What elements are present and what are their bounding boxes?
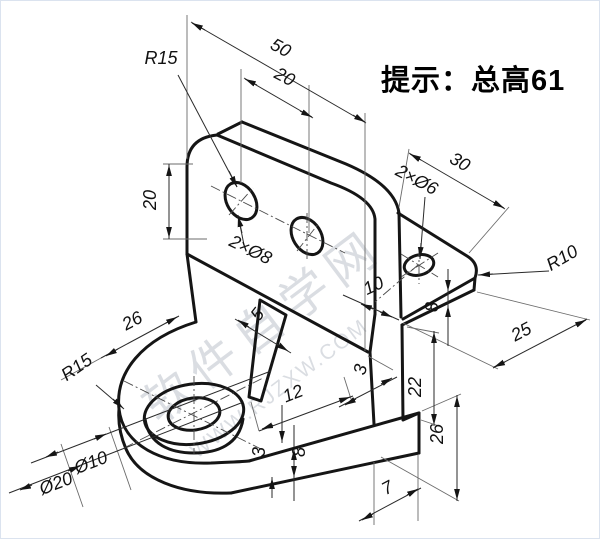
dim-label-dim-7: 7 — [378, 476, 397, 499]
dim-label-dim-d20: Ø20 — [35, 468, 75, 499]
base-bottom-edge — [229, 451, 421, 495]
base-left-bottom-arc — [117, 407, 233, 495]
base-top-front-edge — [247, 411, 421, 463]
dim-label-dim-3-mid: 3 — [349, 362, 371, 377]
plate-hole-right — [289, 215, 325, 257]
rib — [247, 298, 288, 403]
base-left-top-arc — [117, 320, 251, 465]
dim-label-dim-d10: Ø10 — [70, 447, 110, 478]
dimension-arrows — [19, 22, 587, 521]
boss-hole-ellipse — [166, 396, 222, 432]
dim-label-dim-26-right: 26 — [427, 423, 447, 445]
dim-label-dim-25: 25 — [507, 318, 536, 346]
boss-centerline-2 — [123, 377, 264, 449]
dim-label-dim-22: 22 — [405, 377, 425, 398]
hint-text: 提示：总高61 — [381, 64, 565, 97]
flange-hole — [402, 253, 436, 277]
plate-right-lower-edges — [368, 312, 377, 426]
holes-axis-centerline — [210, 185, 346, 254]
flange-corner-side — [472, 276, 477, 292]
plate-top-thickness-edge — [216, 120, 244, 136]
flange-left-edge — [397, 211, 403, 319]
dim-label-r10: R10 — [543, 241, 582, 275]
extension-lines — [60, 15, 591, 525]
dim-label-r15-bottom: R15 — [57, 349, 96, 385]
centerlines — [123, 185, 439, 454]
dim-label-dim-26-left: 26 — [118, 307, 147, 335]
dim-label-dim-20-top: 20 — [270, 63, 298, 91]
base-back-right-edges — [400, 323, 421, 422]
dim-label-dim-30: 30 — [446, 148, 473, 175]
dim-label-dim-2xd8: 2×Ø8 — [225, 230, 275, 268]
flange-bottom-edge — [400, 288, 476, 327]
plate-base-junction-edge — [185, 252, 370, 354]
dim-label-dim-2xd6: 2×Ø6 — [392, 160, 442, 200]
plate-left-step-edge — [185, 252, 198, 324]
boss-centerline-1 — [123, 380, 264, 451]
dim-label-dim-8-flange: 8 — [422, 302, 442, 312]
dim-label-r15-top: R15 — [144, 48, 178, 68]
flange-hole-axis — [374, 264, 419, 303]
flange-hole-cross-2 — [400, 252, 439, 278]
dim-label-dim-8-base: 8 — [289, 447, 309, 457]
dim-label-dim-50: 50 — [267, 34, 294, 61]
plate-front-face — [185, 133, 377, 316]
dim-label-dim-3-base: 3 — [249, 447, 269, 457]
hole-left-cross — [228, 187, 254, 216]
hole-right-cross — [296, 222, 320, 252]
dim-label-dim-20-left: 20 — [140, 190, 160, 211]
plate-back-edge — [240, 120, 401, 215]
